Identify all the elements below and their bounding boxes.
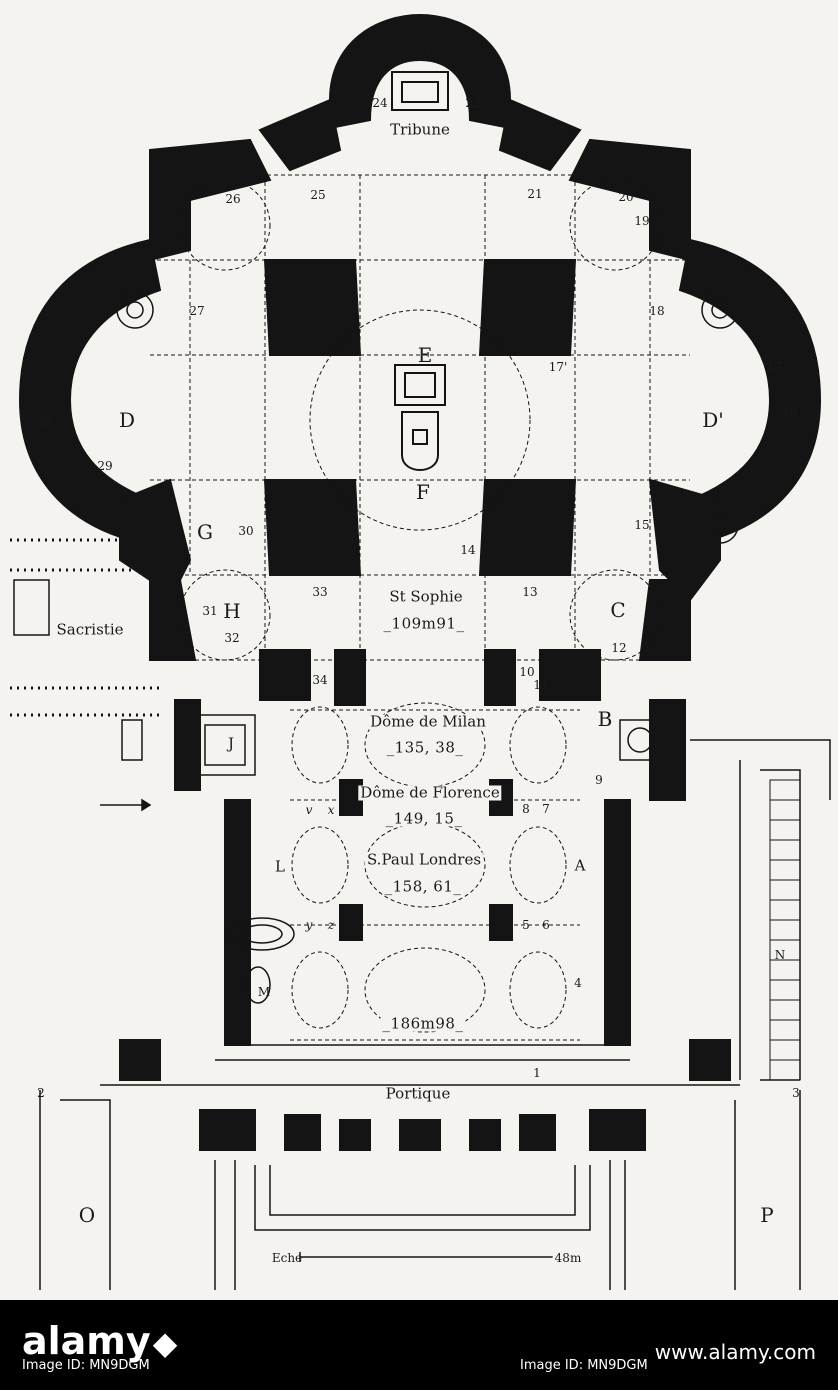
comparison-length: _135, 38_ [384, 738, 466, 757]
ref-number: 13 [522, 585, 538, 599]
ref-number: 24 [372, 96, 388, 110]
ref-number: 30 [238, 524, 254, 538]
label-portique: Portique [385, 1084, 451, 1103]
ref-number: 1 [533, 1066, 541, 1080]
ref-number: 27 [189, 304, 205, 318]
ref-number: 2 [37, 1086, 45, 1100]
scale-label: Eche [271, 1251, 303, 1265]
ref-number: 7 [542, 802, 550, 816]
comparison-length: _158, 61_ [382, 877, 464, 896]
ref-number: 32 [224, 631, 240, 645]
comparison-name: S.Paul Londres [364, 850, 484, 869]
label-E: E [417, 343, 433, 367]
label-M: M [257, 985, 271, 999]
label-O: O [78, 1203, 96, 1227]
scale-value: 48m [552, 1251, 584, 1265]
comparison-name: Dôme de Milan [368, 712, 488, 731]
ref-number: 25 [310, 188, 326, 202]
ref-number: 14 [460, 543, 476, 557]
ref-number: 19 [634, 214, 650, 228]
label-N: N [774, 948, 786, 962]
entry-arrow [100, 798, 152, 812]
label-H: H [223, 599, 241, 623]
alamy-url: www.alamy.com [654, 1340, 816, 1364]
ref-number: 18 [649, 304, 665, 318]
ref-number: 22 [465, 96, 481, 110]
label-D-prime: D' [702, 408, 724, 432]
label-B: B [597, 707, 613, 731]
corridors [10, 538, 160, 717]
ref-number: 26 [225, 192, 241, 206]
image-id-left: Image ID: MN9DGM [22, 1358, 150, 1373]
high-altar [391, 71, 449, 471]
comparison-length: _186m98_ [380, 1014, 466, 1033]
ref-number: 5 [522, 918, 530, 932]
comparison-length: _109m91_ [381, 614, 467, 633]
comparison-length: _149, 15_ [383, 809, 465, 828]
label-F: F [416, 480, 430, 504]
comparison-name: St Sophie [387, 587, 465, 606]
ref-number: 6 [542, 918, 550, 932]
label-J: J [227, 734, 235, 753]
floor-plan: Tribune E F D D' G H C B A J L M N O P S… [0, 0, 838, 1300]
ref-number: 31 [202, 604, 218, 618]
ref-number: 3 [792, 1086, 800, 1100]
image-id-right: Image ID: MN9DGM [520, 1358, 648, 1373]
ref-number: 28 [36, 414, 52, 428]
comparison-name: Dôme de Florence [358, 783, 502, 802]
ref-number: 17 [766, 360, 782, 374]
ref-number: 16 [782, 406, 798, 420]
ref-number: 12 [611, 641, 627, 655]
ref-number: 17' [548, 360, 568, 374]
scale-bar [299, 1252, 556, 1262]
label-C: C [610, 598, 626, 622]
ref-number: 33 [312, 585, 328, 599]
ref-number: 8 [522, 802, 530, 816]
alamy-logo: alamy◆ [22, 1319, 178, 1363]
ref-number: 15 [634, 518, 650, 532]
stair-N [769, 779, 801, 1081]
stock-watermark-bar [0, 1300, 838, 1390]
ref-letter: x [327, 803, 335, 817]
label-sacristie: Sacristie [56, 620, 124, 639]
ref-number: 34 [312, 673, 328, 687]
ref-number: 20 [618, 190, 634, 204]
label-L: L [275, 857, 285, 876]
ref-number: 9 [595, 773, 603, 787]
plan-drawing [10, 13, 831, 1290]
ref-letter: v [305, 803, 313, 817]
ref-number: 21 [527, 187, 543, 201]
label-G: G [197, 520, 213, 544]
ref-number: 29 [97, 459, 113, 473]
label-A: A [574, 856, 586, 875]
ref-number: 10 [519, 665, 535, 679]
chapels [13, 291, 739, 1004]
ref-number: 11 [533, 678, 549, 692]
ref-letter: y [305, 918, 313, 932]
label-tribune: Tribune [390, 120, 450, 139]
label-D: D [118, 408, 136, 432]
ref-number: 4 [574, 976, 582, 990]
ref-number: 23 [416, 49, 432, 63]
ref-letter: z [327, 918, 335, 932]
walls [18, 13, 822, 1151]
label-P: P [760, 1203, 774, 1227]
